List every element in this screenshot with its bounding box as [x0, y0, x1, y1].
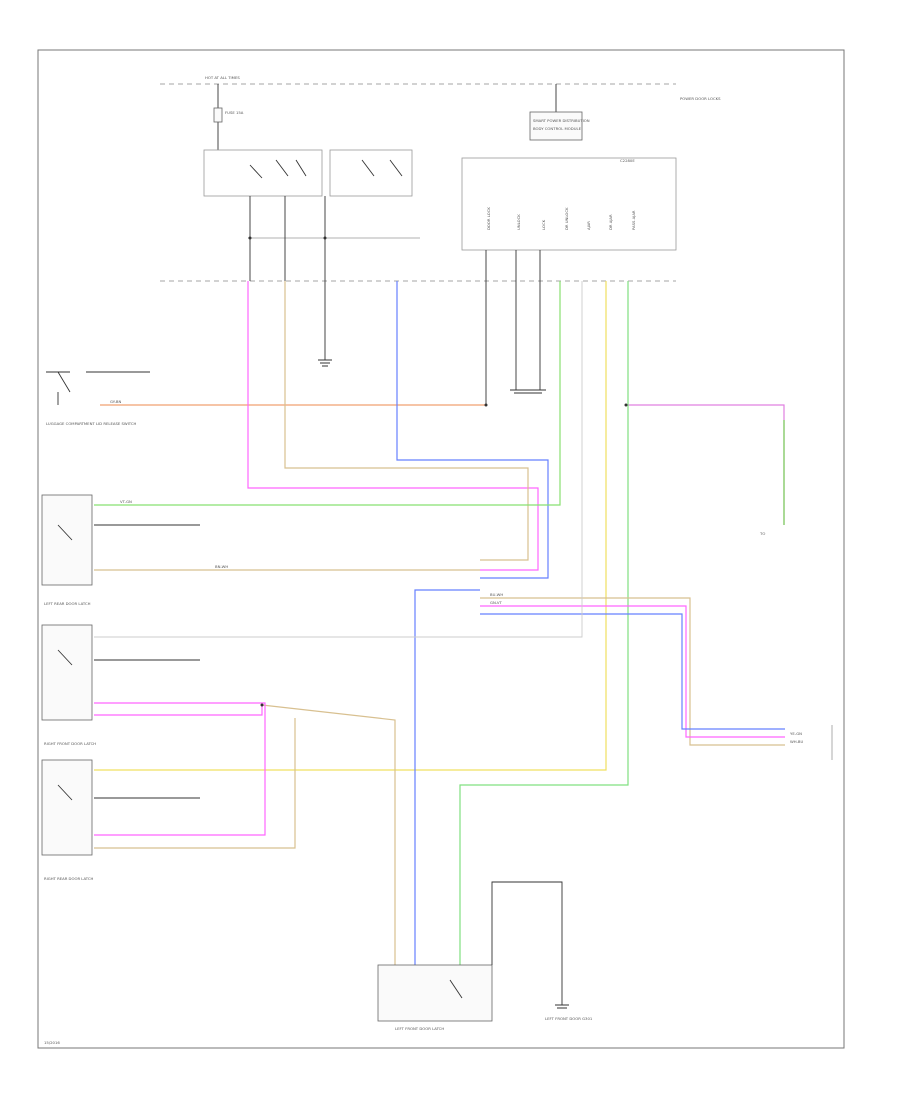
lf-ground-label: LEFT FRONT DOOR G301 — [545, 1016, 593, 1021]
fuse-label: FUSE 15A — [225, 110, 244, 115]
wire-blue-top — [396, 281, 549, 579]
left-front-latch-switch — [449, 979, 463, 999]
wire-magenta-rf — [94, 705, 263, 716]
wire-pink-right — [626, 404, 785, 420]
bcm-pin-2: LOCK — [541, 219, 546, 230]
bcm-smart-box — [529, 111, 583, 141]
left-rear-latch — [41, 494, 93, 586]
wire-magenta-left — [247, 281, 539, 571]
fuse — [213, 107, 223, 123]
right-rear-latch — [41, 759, 93, 856]
relay-switches-left — [249, 159, 307, 179]
left-front-label: LEFT FRONT DOOR LATCH — [395, 1026, 444, 1031]
bcm-sub-label: SMART POWER DISTRIBUTION — [533, 118, 590, 123]
relay-switches-right — [361, 159, 403, 177]
bcm-pin-labels: DOOR LOCK UNLOCK LOCK DR UNLOCK AJAR DR … — [486, 207, 636, 230]
luggage-label: LUGGAGE COMPARTMENT LID RELEASE SWITCH — [46, 421, 137, 426]
right-rear-label: RIGHT REAR DOOR LATCH — [44, 876, 94, 881]
bcm-block-label: BODY CONTROL MODULE — [533, 126, 582, 131]
wire-tan — [284, 281, 529, 561]
left-front-latch — [377, 964, 493, 1022]
bcm-pin-0: DOOR LOCK — [486, 207, 491, 230]
relay-box-right — [329, 149, 413, 197]
wire-tan-lf — [261, 704, 396, 965]
wire-tan-cross — [480, 597, 785, 746]
figure-id: 15/2016 — [44, 1040, 60, 1045]
wire-tag-1: VT-GN — [120, 499, 132, 504]
junction-label: C2280E — [620, 158, 635, 163]
latch-switches — [57, 524, 73, 801]
wire-tag-3: BU-WH — [490, 592, 503, 597]
wire-green-lf — [459, 281, 629, 965]
bcm-ground-symbol — [510, 389, 546, 394]
wire-tags: GY-BN VT-GN BN-WH BU-WH GN-VT YE-GN WH-B… — [110, 399, 803, 744]
wire-yellow — [94, 281, 607, 771]
bcm-block — [461, 157, 677, 251]
right-side-label: POWER DOOR LOCKS — [680, 96, 721, 101]
wire-magenta-cross — [480, 605, 785, 738]
bcm-pin-5: DR AJAR — [608, 214, 613, 230]
wire-magenta-rr — [94, 702, 266, 836]
wire-blue-lf — [414, 589, 480, 965]
bcm-pin-3: DR UNLOCK — [564, 207, 569, 230]
wire-green-lr — [94, 281, 561, 506]
continued-label: TO — [759, 531, 765, 536]
bcm-pin-1: UNLOCK — [516, 214, 521, 230]
wire-tag-4: GN-VT — [490, 600, 503, 605]
lf-ground-wire — [491, 881, 569, 1009]
diagram-frame — [37, 49, 845, 1049]
wire-tag-2: BN-WH — [215, 564, 228, 569]
wire-tan-rr — [94, 718, 296, 849]
left-rear-label: LEFT REAR DOOR LATCH — [44, 601, 91, 606]
wire-tag-6: WH-BU — [790, 739, 803, 744]
luggage-switch — [46, 371, 71, 405]
relay-ground-symbol — [318, 281, 332, 367]
wire-tag-5: YE-GN — [790, 731, 802, 736]
relay-box-left — [203, 149, 323, 197]
bcm-pin-4: AJAR — [586, 221, 591, 230]
right-front-latch — [41, 624, 93, 721]
top-bus-label: HOT AT ALL TIMES — [205, 75, 240, 80]
connector-dots — [248, 236, 628, 707]
wire-tag-0: GY-BN — [110, 399, 121, 404]
right-front-label: RIGHT FRONT DOOR LATCH — [44, 741, 96, 746]
latch-ground-wires — [94, 524, 200, 799]
bcm-pin-6: PASS AJAR — [631, 210, 636, 230]
wire-blue-cross — [480, 613, 785, 730]
wire-grey — [94, 281, 583, 638]
